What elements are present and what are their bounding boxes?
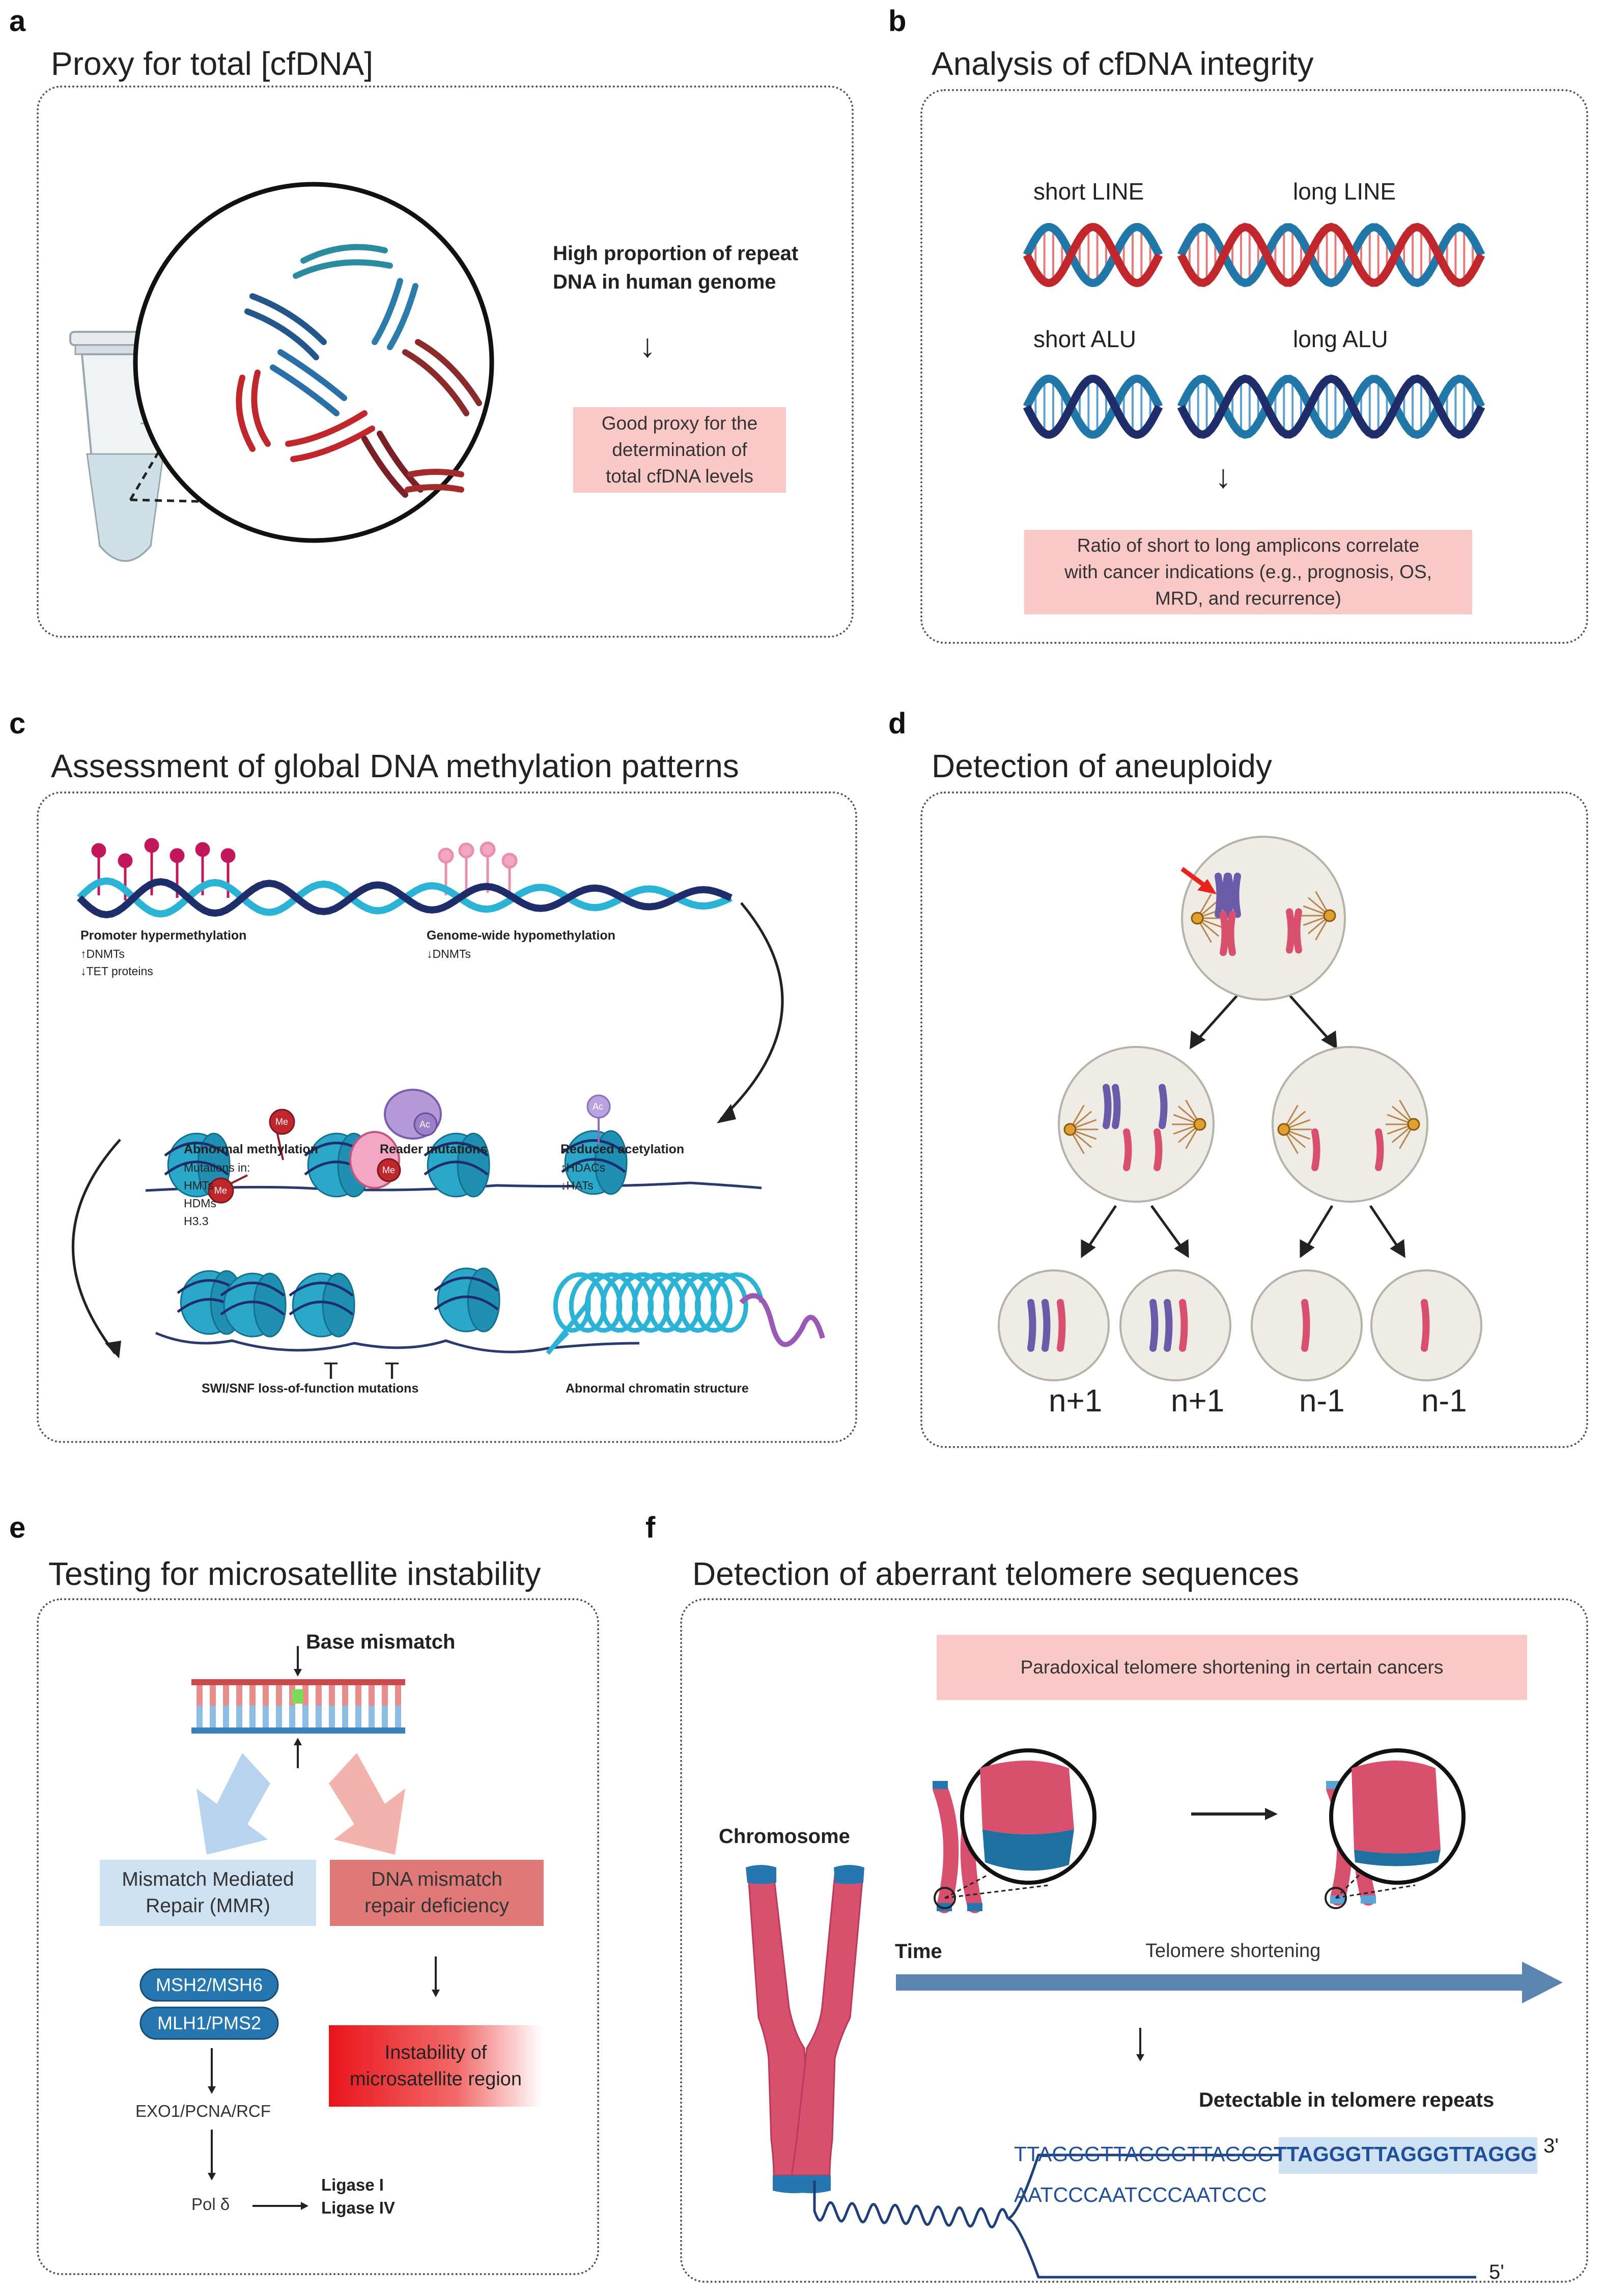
base-mismatch-label: Base mismatch [306,1631,456,1653]
panel-a-arrow: ↓ [639,327,656,364]
panel-f-letter: f [645,1511,656,1544]
panel-c-title: Assessment of global DNA methylation pat… [51,748,739,784]
mlh-pill: MLH1/PMS2 [157,2012,262,2033]
panel-a-result-l2: determination of [612,439,747,460]
sequence-top-plain: TTAGGGTTAGGGTTAGGG [1014,2142,1274,2166]
instability-l2: microsatellite region [350,2068,522,2090]
repeat-text-line2: DNA in human genome [553,271,776,293]
panel-f-title: Detection of aberrant telomere sequences [692,1555,1299,1592]
short-line-label: short LINE [1033,178,1144,205]
panel-f-box: Paradoxical telomere shortening in certa… [680,1598,1588,2283]
panel-e-letter: e [9,1511,26,1544]
ac-label-1: Ac [419,1119,431,1129]
long-line-label: long LINE [1293,178,1396,205]
genome-title: Genome-wide hypomethylation [427,928,615,943]
mmr-l1: Mismatch Mediated [122,1868,294,1890]
abn-title: Abnormal methylation [184,1142,318,1156]
abn-l4: H3.3 [184,1214,209,1228]
panel-a-letter: a [9,5,26,38]
swi-title: SWI/SNF loss-of-function mutations [202,1381,419,1396]
aneuploidy-label-1: n+1 [1049,1383,1103,1419]
svg-text:T: T [385,1357,399,1384]
genome-l1: ↓DNMTs [427,947,471,960]
long-alu-label: long ALU [1293,326,1388,352]
abn-l1: Mutations in: [184,1161,250,1174]
chromosome-label: Chromosome [719,1825,850,1848]
abn-l2: HMTs [184,1179,214,1192]
reduced-l2: ↓HATs [560,1179,594,1192]
ligase4-label: Ligase IV [321,2198,395,2217]
telomere-illustration [746,1748,1563,2279]
panel-a-result-l3: total cfDNA levels [606,466,753,487]
panel-b-result-l1: Ratio of short to long amplicons correla… [1077,535,1420,556]
panel-b-result-box: Ratio of short to long amplicons correla… [1024,530,1472,614]
chromatin-title: Abnormal chromatin structure [566,1381,749,1396]
panel-d-letter: d [888,707,907,740]
sequence-top: TTAGGGTTAGGGTTAGGGTTAGGGTTAGGGTTAGGG [1014,2142,1537,2166]
msh-pill: MSH2/MSH6 [155,1974,263,1995]
ligase1-label: Ligase I [321,2175,384,2194]
promoter-l2: ↓TET proteins [80,965,153,978]
short-alu-label: short ALU [1033,326,1136,352]
me-label-2: Me [214,1185,228,1196]
panel-a-result-l1: Good proxy for the [601,413,758,434]
panel-b-letter: b [888,5,907,38]
panel-b-title: Analysis of cfDNA integrity [932,45,1314,82]
instability-box: Instability of microsatellite region [329,2025,543,2107]
deficiency-l2: repair deficiency [364,1895,509,1917]
repeat-text-line1: High proportion of repeat [553,242,799,265]
panel-c-box: T T Me Me Me Ac Ac Promoter hypermethyla… [37,791,857,1443]
msi-illustration [139,1646,543,2210]
five-prime-label: 5' [1489,2261,1504,2283]
ac-label-2: Ac [593,1101,604,1112]
sequence-top-highlight: TTAGGGTTAGGGTTAGGG [1274,2142,1537,2166]
me-label-3: Me [382,1165,396,1175]
promoter-l1: ↑DNMTs [80,947,125,960]
panel-e-title: Testing for microsatellite instability [48,1555,541,1592]
panel-e-box: Base mismatch Mismatch Mediated Repair (… [37,1598,599,2275]
panel-a-title: Proxy for total [cfDNA] [51,45,374,82]
mmr-l2: Repair (MMR) [146,1895,270,1917]
exo-label: EXO1/PCNA/RCF [135,2102,271,2120]
methylation-illustration: T T [71,838,825,1384]
panel-b-box: short LINE long LINE short ALU long ALU … [920,89,1588,644]
svg-text:T: T [324,1357,338,1384]
pol-label: Pol δ [191,2195,230,2214]
panel-d-box: n+1 n+1 n-1 n-1 [920,791,1588,1448]
aneuploidy-label-4: n-1 [1421,1383,1467,1419]
reduced-l1: ↑HDACs [560,1161,606,1174]
aneuploidy-label-2: n+1 [1171,1383,1225,1419]
panel-a-box: High proportion of repeat DNA in human g… [37,86,854,638]
magnified-circle [133,182,494,543]
panel-b-result-l2: with cancer indications (e.g., prognosis… [1064,561,1432,582]
abn-l3: HDMs [184,1197,216,1210]
deficiency-l1: DNA mismatch [371,1868,502,1890]
shortening-label: Telomere shortening [1145,1940,1321,1962]
me-label-1: Me [275,1117,289,1127]
panel-b-arrow: ↓ [1215,458,1231,495]
sequence-bottom: AATCCCAATCCCAATCCC [1014,2183,1267,2206]
instability-l1: Instability of [384,2042,487,2063]
aneuploidy-label-3: n-1 [1299,1383,1345,1419]
three-prime-label: 3' [1543,2135,1559,2157]
panel-a-illustration [69,182,494,562]
panel-c-letter: c [9,707,26,740]
mmr-box: Mismatch Mediated Repair (MMR) [100,1860,316,1926]
paradox-box: Paradoxical telomere shortening in certa… [937,1635,1527,1700]
panel-b-result-l3: MRD, and recurrence) [1155,588,1341,609]
time-label: Time [895,1940,942,1963]
panel-a-result-box: Good proxy for the determination of tota… [573,407,786,493]
reduced-title: Reduced acetylation [560,1142,685,1156]
deficiency-box: DNA mismatch repair deficiency [330,1860,544,1926]
reader-title: Reader mutations [380,1142,488,1156]
panel-d-title: Detection of aneuploidy [932,748,1272,784]
aneuploidy-illustration [998,836,1482,1381]
dna-helix-illustrations [1023,222,1485,439]
detectable-label: Detectable in telomere repeats [1199,2089,1495,2111]
promoter-title: Promoter hypermethylation [80,928,247,943]
